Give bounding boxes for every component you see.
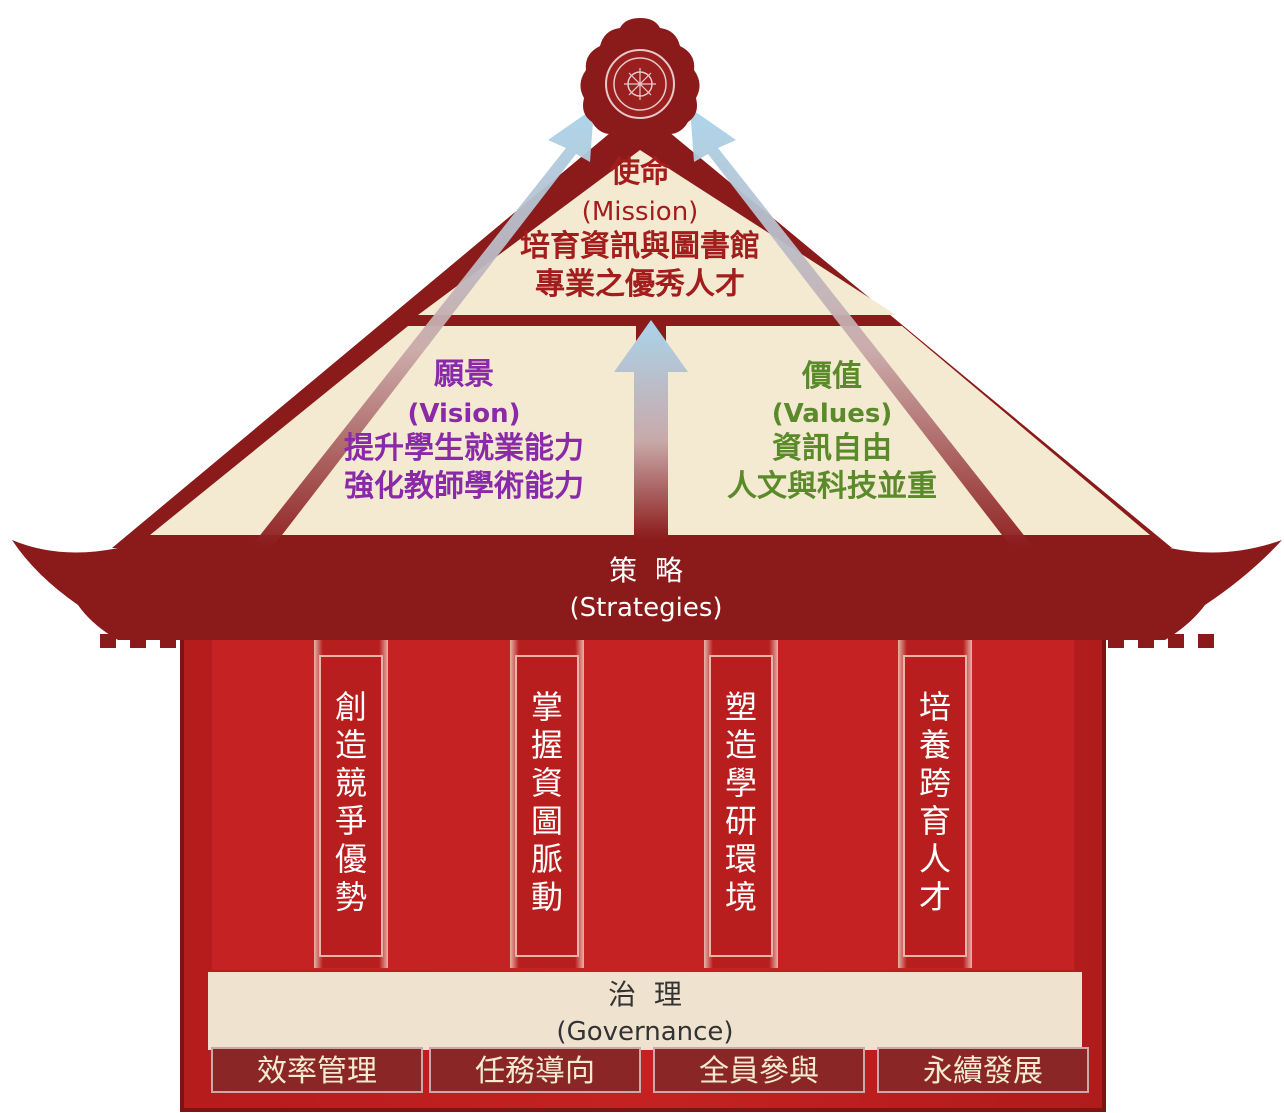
values-panel: [666, 326, 1150, 535]
mission-line2: 專業之優秀人才: [535, 267, 745, 302]
vision-title: 願景: [434, 357, 494, 392]
governance-item-4: 永續發展: [923, 1054, 1043, 1089]
values-line1: 資訊自由: [772, 431, 892, 466]
pillar-label-4: 培養跨育人才: [919, 688, 951, 916]
governance-item-1: 效率管理: [257, 1054, 377, 1089]
governance-item-box-2: [429, 1047, 641, 1093]
pillar-2: [510, 640, 584, 968]
vision-line1: 提升學生就業能力: [344, 431, 584, 466]
pillar-1: [314, 640, 388, 968]
governance-items: 效率管理 任務導向 全員參與 永續發展: [211, 1047, 1089, 1093]
governance-bar: [208, 972, 1082, 1050]
pillar-label-3: 塑造學研環境: [725, 688, 757, 916]
governance-en: (Governance): [556, 1017, 733, 1047]
governance-item-2: 任務導向: [475, 1054, 595, 1089]
strategies-en: (Strategies): [569, 593, 722, 623]
values-title: 價值: [801, 359, 862, 394]
center-up-arrow: [614, 320, 688, 540]
governance-item-box-1: [211, 1047, 423, 1093]
pillar-label-1: 創造競爭優勢: [335, 688, 367, 916]
roof-eaves: [12, 540, 1282, 640]
values-en: (Values): [772, 399, 893, 429]
mission-title: 使命: [609, 155, 671, 190]
pillar-texts: 創造競爭優勢 掌握資圖脈動 塑造學研環境 培養跨育人才: [335, 688, 951, 916]
pillar-label-2: 掌握資圖脈動: [531, 688, 563, 916]
governance-item-3: 全員參與: [699, 1054, 819, 1089]
vision-panel: [150, 326, 636, 535]
vision-en: (Vision): [407, 399, 520, 429]
roof-dentils: [100, 634, 1214, 648]
values-line2: 人文與科技並重: [727, 469, 937, 504]
mission-line1: 培育資訊與圖書館: [520, 229, 760, 264]
governance-item-box-4: [877, 1047, 1089, 1093]
vision-line2: 強化教師學術能力: [344, 469, 584, 504]
governance-item-box-3: [653, 1047, 865, 1093]
governance-title: 治 理: [608, 978, 682, 1011]
mission-panel: [418, 150, 896, 315]
pillar-3: [704, 640, 778, 968]
strategies-title: 策 略: [609, 554, 683, 587]
pillar-4: [898, 640, 972, 968]
mission-en: (Mission): [582, 197, 699, 227]
emblem-icon: [580, 18, 700, 142]
